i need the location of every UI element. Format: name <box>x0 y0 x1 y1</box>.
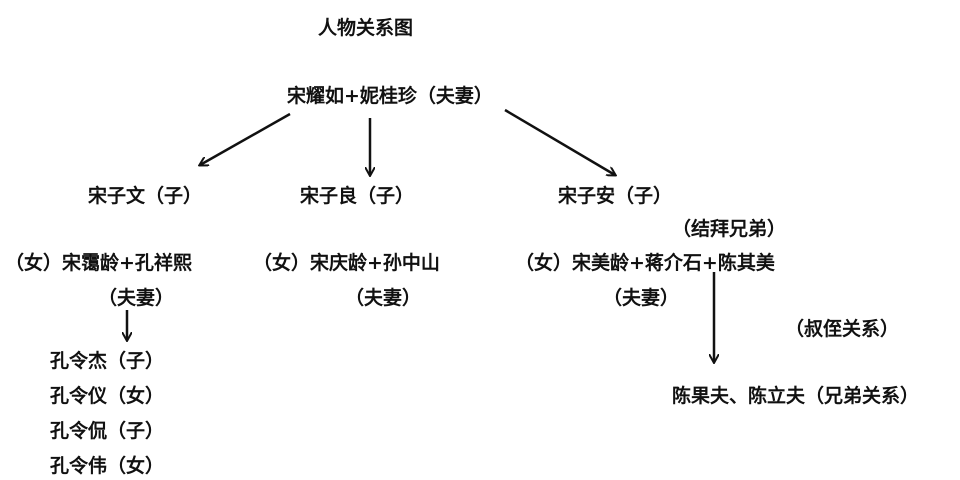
couple-relation-meiling: （夫妻） <box>603 287 680 309</box>
son-node-ziliang: 宋子良（子） <box>300 185 415 207</box>
kong-child: 孔令伟（女） <box>50 455 165 477</box>
chen-brothers-node: 陈果夫、陈立夫（兄弟关系） <box>672 385 920 407</box>
couple-relation-ailing: （夫妻） <box>98 287 175 309</box>
son-node-zian: 宋子安（子） <box>558 185 673 207</box>
uncle-nephew-label: （叔侄关系） <box>785 318 900 340</box>
diagram-title: 人物关系图 <box>318 17 414 39</box>
couple-node-ailing: （女）宋霭龄+孔祥熙 <box>5 252 192 274</box>
kong-child: 孔令仪（女） <box>50 385 165 407</box>
kong-child: 孔令侃（子） <box>50 420 165 442</box>
arrow-to-song-zian <box>504 108 615 175</box>
couple-node-qingling: （女）宋庆龄+孙中山 <box>253 252 440 274</box>
son-node-ziwen: 宋子文（子） <box>88 185 203 207</box>
couple-relation-qingling: （夫妻） <box>345 287 422 309</box>
kong-child: 孔令杰（子） <box>50 350 165 372</box>
parents-node: 宋耀如+妮桂珍（夫妻） <box>287 85 493 107</box>
sworn-brothers-label: （结拜兄弟） <box>672 218 787 240</box>
arrow-to-song-ziwen <box>200 112 291 165</box>
couple-node-meiling: （女）宋美龄+蒋介石+陈其美 <box>515 252 775 274</box>
